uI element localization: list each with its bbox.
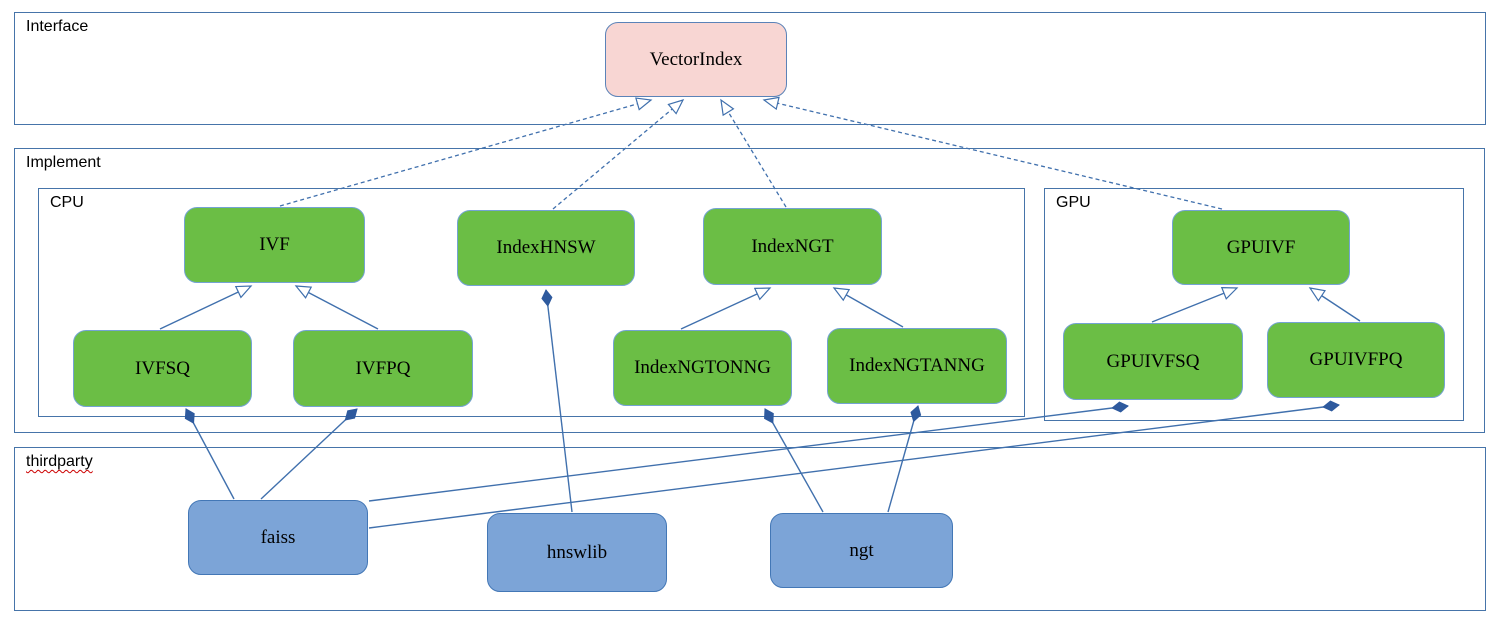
node-indexngtanng-label: IndexNGTANNG bbox=[849, 355, 985, 376]
interface-container: Interface bbox=[14, 12, 1486, 125]
edge-ngt-composes-indexngtanng bbox=[887, 405, 922, 513]
cpu-container-label: CPU bbox=[48, 194, 86, 212]
implement-container-label: Implement bbox=[24, 154, 103, 172]
edge-faiss-composes-gpuivfpq bbox=[368, 400, 1340, 529]
gpu-container: GPU bbox=[1044, 188, 1464, 421]
edge-faiss-composes-ivfpq bbox=[260, 408, 358, 500]
cpu-container: CPU bbox=[38, 188, 1025, 417]
node-faiss-label: faiss bbox=[260, 526, 296, 548]
gpu-container-label: GPU bbox=[1054, 194, 1093, 212]
edge-ngt-composes-indexngtonng bbox=[764, 408, 824, 513]
edge-indexngt-implements-vectorindex bbox=[720, 98, 787, 208]
node-indexhnsw[interactable]: IndexHNSW bbox=[457, 210, 635, 286]
edge-ivfsq-inherits-ivf bbox=[159, 285, 253, 330]
implement-container: Implement bbox=[14, 148, 1485, 433]
edge-indexngtanng-inherits-indexngt bbox=[832, 287, 904, 328]
interface-container-label: Interface bbox=[24, 18, 91, 36]
node-gpuivfpq-label: GPUIVFPQ bbox=[1309, 349, 1403, 370]
thirdparty-container-label: thirdparty bbox=[24, 453, 95, 471]
node-gpuivfpq[interactable]: GPUIVFPQ bbox=[1267, 322, 1445, 398]
node-indexngtanng[interactable]: IndexNGTANNG bbox=[827, 328, 1007, 404]
node-faiss[interactable]: faiss bbox=[188, 500, 368, 575]
node-indexngtonng-label: IndexNGTONNG bbox=[634, 357, 771, 378]
edge-gpuivfpq-inherits-gpuivf bbox=[1308, 287, 1361, 322]
node-vectorindex-label: VectorIndex bbox=[649, 48, 743, 70]
thirdparty-container: thirdparty bbox=[14, 447, 1486, 611]
node-indexngt-label: IndexNGT bbox=[751, 235, 834, 257]
edge-hnswlib-composes-indexhnsw bbox=[541, 289, 573, 513]
node-ngt[interactable]: ngt bbox=[770, 513, 953, 588]
node-vectorindex[interactable]: VectorIndex bbox=[605, 22, 787, 97]
edge-faiss-composes-ivfsq bbox=[184, 408, 235, 500]
node-gpuivfsq-label: GPUIVFSQ bbox=[1106, 350, 1200, 372]
node-ivfsq-label: IVFSQ bbox=[135, 357, 190, 379]
edge-gpuivfsq-inherits-gpuivf bbox=[1151, 287, 1239, 323]
node-indexngtonng[interactable]: IndexNGTONNG bbox=[613, 330, 792, 406]
edge-faiss-composes-gpuivfsq bbox=[368, 401, 1129, 502]
edge-indexngtonng-inherits-indexngt bbox=[680, 287, 772, 330]
node-ngt-label: ngt bbox=[849, 539, 874, 561]
edge-ivf-implements-vectorindex bbox=[279, 97, 653, 207]
edge-gpuivf-implements-vectorindex bbox=[762, 96, 1223, 210]
edge-indexhnsw-implements-vectorindex bbox=[552, 99, 685, 210]
node-indexngt[interactable]: IndexNGT bbox=[703, 208, 882, 285]
node-gpuivfsq[interactable]: GPUIVFSQ bbox=[1063, 323, 1243, 400]
node-ivf-label: IVF bbox=[259, 234, 290, 255]
node-gpuivf-label: GPUIVF bbox=[1226, 236, 1296, 258]
edge-ivfpq-inherits-ivf bbox=[294, 285, 379, 330]
node-ivfpq[interactable]: IVFPQ bbox=[293, 330, 473, 407]
node-hnswlib-label: hnswlib bbox=[546, 541, 608, 563]
node-ivfpq-label: IVFPQ bbox=[355, 357, 411, 379]
node-indexhnsw-label: IndexHNSW bbox=[496, 237, 596, 258]
node-ivf[interactable]: IVF bbox=[184, 207, 365, 283]
node-hnswlib[interactable]: hnswlib bbox=[487, 513, 667, 592]
node-ivfsq[interactable]: IVFSQ bbox=[73, 330, 252, 407]
node-gpuivf[interactable]: GPUIVF bbox=[1172, 210, 1350, 285]
